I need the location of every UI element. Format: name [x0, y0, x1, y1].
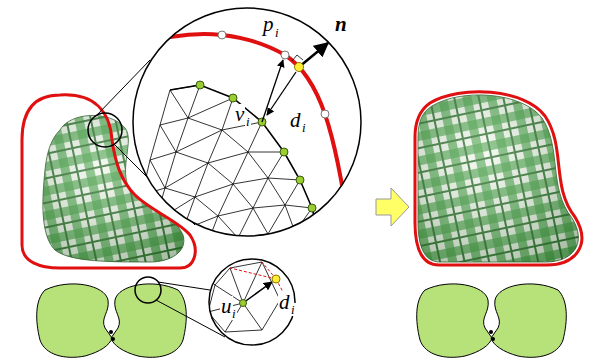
zoom-circle [209, 259, 295, 345]
math-symbol: d [278, 292, 291, 313]
vector-arrow [262, 60, 283, 122]
vertex-dot [314, 228, 322, 236]
vertex-dot [280, 148, 288, 156]
vertex-dot [308, 204, 316, 212]
subscript: i [231, 307, 237, 320]
math-symbol: p [262, 14, 275, 35]
contact-dot [489, 330, 493, 334]
zoom-circle-border [133, 8, 361, 236]
mesh-edges [142, 85, 318, 270]
vertex-dot [296, 176, 304, 184]
curve-samples [218, 31, 347, 194]
right-angle-mark [292, 55, 303, 61]
silhouette-pair [417, 284, 567, 357]
mesh-edge [176, 118, 295, 260]
mesh-edge [190, 312, 208, 330]
zoom-marker [135, 277, 161, 303]
mesh-detail [140, 31, 350, 270]
subscript: i [245, 115, 251, 128]
mesh-boundary [170, 85, 322, 260]
mesh-edge [142, 90, 170, 195]
transition-arrow [376, 188, 409, 226]
subscript: i [274, 26, 280, 39]
zoom-line [158, 282, 210, 290]
zoom-circle [133, 8, 361, 236]
mesh-edge [176, 152, 275, 260]
mesh-edge [155, 222, 222, 270]
projection-dot [272, 275, 280, 283]
zoom-circle-border [209, 259, 295, 345]
contact-dot [109, 330, 113, 334]
mesh-ring [208, 262, 280, 332]
vertex-dot [240, 300, 247, 307]
vertex-dot [229, 94, 237, 102]
subscript: i [290, 303, 296, 316]
mesh-edge [165, 152, 268, 262]
silhouette-shape [417, 284, 492, 357]
displacement-arrow [267, 72, 296, 115]
boundary-vertices [196, 81, 322, 236]
math-symbol: n [334, 14, 348, 35]
textured-mesh [418, 95, 578, 262]
vertex-dot [196, 81, 204, 89]
mesh-edge [188, 118, 300, 260]
target-silhouette [415, 92, 582, 265]
mesh-shading [418, 95, 578, 262]
projection-dot [295, 63, 304, 72]
contact-dot [491, 337, 495, 341]
mesh-edge [142, 85, 200, 222]
subscript: i [301, 121, 307, 134]
math-symbol: v [234, 104, 245, 125]
sample-dot [321, 110, 329, 118]
mesh-edge [188, 85, 318, 260]
contact-dot [111, 337, 115, 341]
zoom-marker [88, 113, 122, 147]
mesh-edge [165, 188, 250, 262]
normal-arrow [299, 43, 328, 67]
mesh-edge [155, 188, 238, 270]
sample-dot [281, 51, 289, 59]
sample-dot [218, 31, 226, 39]
displacement-arrow [243, 282, 272, 303]
mesh-edge [190, 262, 215, 285]
silhouette-shape [111, 284, 186, 357]
math-symbol: d [289, 110, 302, 131]
silhouette-shape [491, 284, 566, 357]
target-edge [230, 268, 276, 279]
vertex-detail [190, 262, 290, 332]
mesh-edge [243, 303, 262, 330]
silhouette-pair [37, 284, 187, 357]
target-curve [140, 34, 350, 235]
silhouette-shape [37, 284, 112, 357]
